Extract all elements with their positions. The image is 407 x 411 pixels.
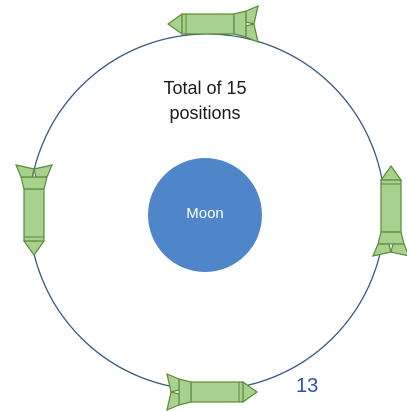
spacecraft-right: [372, 165, 407, 257]
page-number: 13: [296, 375, 319, 397]
spacecraft-bottom: [166, 373, 258, 411]
caption-line-2: positions: [169, 103, 241, 123]
spacecraft-left: [15, 164, 53, 256]
positions-caption: Total of 15 positions: [140, 76, 270, 126]
caption-line-1: Total of 15: [163, 78, 247, 98]
moon: [148, 158, 262, 272]
moon-label: Moon: [186, 205, 224, 222]
spacecraft-top: [167, 5, 259, 43]
